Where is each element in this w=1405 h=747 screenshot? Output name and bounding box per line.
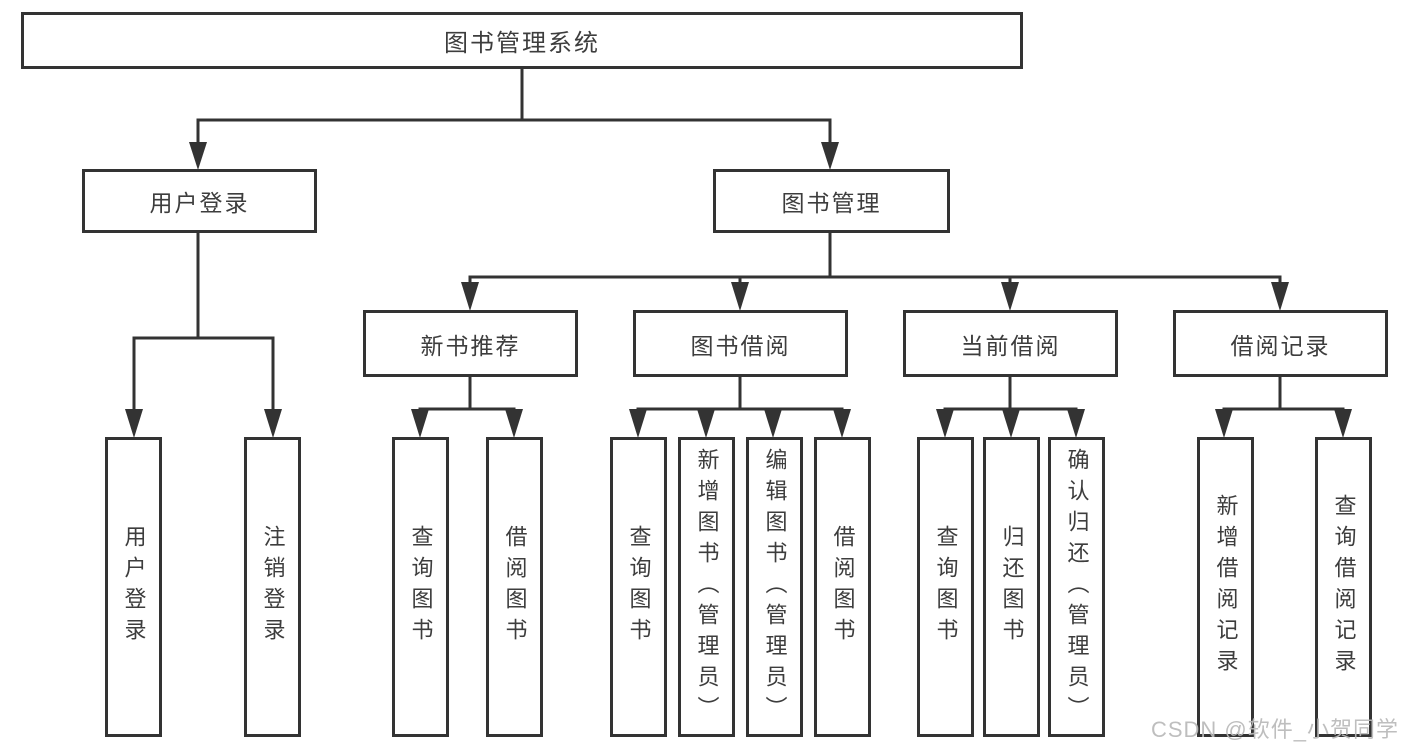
node-borrow-records: 借阅记录	[1173, 310, 1388, 377]
arrowhead-leaf-b1	[411, 409, 429, 438]
arrowhead-book-borrow	[731, 282, 749, 311]
arrowhead-user-login	[189, 142, 207, 170]
arrowhead-new-book	[461, 282, 479, 311]
node-query-borrow-record: 查询借阅记录	[1315, 437, 1372, 737]
node-return-books: 归还图书	[983, 437, 1040, 737]
node-current-borrow: 当前借阅	[903, 310, 1118, 377]
arrowhead-group	[125, 142, 1352, 438]
node-add-books-admin: 新增图书（管理员）	[678, 437, 735, 737]
arrowhead-borrow-record	[1271, 282, 1289, 311]
node-logout-action: 注销登录	[244, 437, 301, 737]
arrowhead-leaf-c2	[697, 409, 715, 438]
connector-current-borrow-to-children	[943, 377, 1078, 411]
node-query-books-recommend: 查询图书	[392, 437, 449, 737]
arrowhead-leaf-c4	[833, 409, 851, 438]
arrowhead-leaf-e1	[1215, 409, 1233, 438]
connector-book-mgmt-to-sections	[468, 233, 1282, 283]
connector-root-to-level2	[196, 68, 832, 144]
node-borrow-books-recommend: 借阅图书	[486, 437, 543, 737]
node-edit-books-admin: 编辑图书（管理员）	[746, 437, 803, 737]
arrowhead-leaf-a2	[264, 409, 282, 438]
arrowhead-leaf-c1	[629, 409, 647, 438]
arrowhead-leaf-e2	[1334, 409, 1352, 438]
arrowhead-leaf-b2	[505, 409, 523, 438]
node-new-book-recommend: 新书推荐	[363, 310, 578, 377]
connector-new-book-to-children	[418, 377, 516, 411]
arrowhead-book-mgmt	[821, 142, 839, 170]
node-user-login: 用户登录	[82, 169, 317, 233]
connector-user-login-to-children	[132, 233, 275, 410]
arrowhead-leaf-d3	[1067, 409, 1085, 438]
arrowhead-leaf-a1	[125, 409, 143, 438]
node-library-management-system: 图书管理系统	[21, 12, 1023, 69]
csdn-watermark: CSDN @软件_小贺同学	[1150, 717, 1399, 742]
arrowhead-current-borrow	[1001, 282, 1019, 311]
node-query-books-borrow: 查询图书	[610, 437, 667, 737]
arrowhead-leaf-c3	[764, 409, 782, 438]
arrowhead-leaf-d2	[1002, 409, 1020, 438]
node-add-borrow-record: 新增借阅记录	[1197, 437, 1254, 737]
connector-borrow-record-to-children	[1222, 377, 1345, 411]
node-confirm-return-admin: 确认归还（管理员）	[1048, 437, 1105, 737]
node-book-management: 图书管理	[713, 169, 950, 233]
node-book-borrow: 图书借阅	[633, 310, 848, 377]
node-borrow-books: 借阅图书	[814, 437, 871, 737]
node-query-books-current: 查询图书	[917, 437, 974, 737]
arrowhead-leaf-d1	[936, 409, 954, 438]
connector-book-borrow-to-children	[636, 377, 844, 411]
node-user-login-action: 用户登录	[105, 437, 162, 737]
